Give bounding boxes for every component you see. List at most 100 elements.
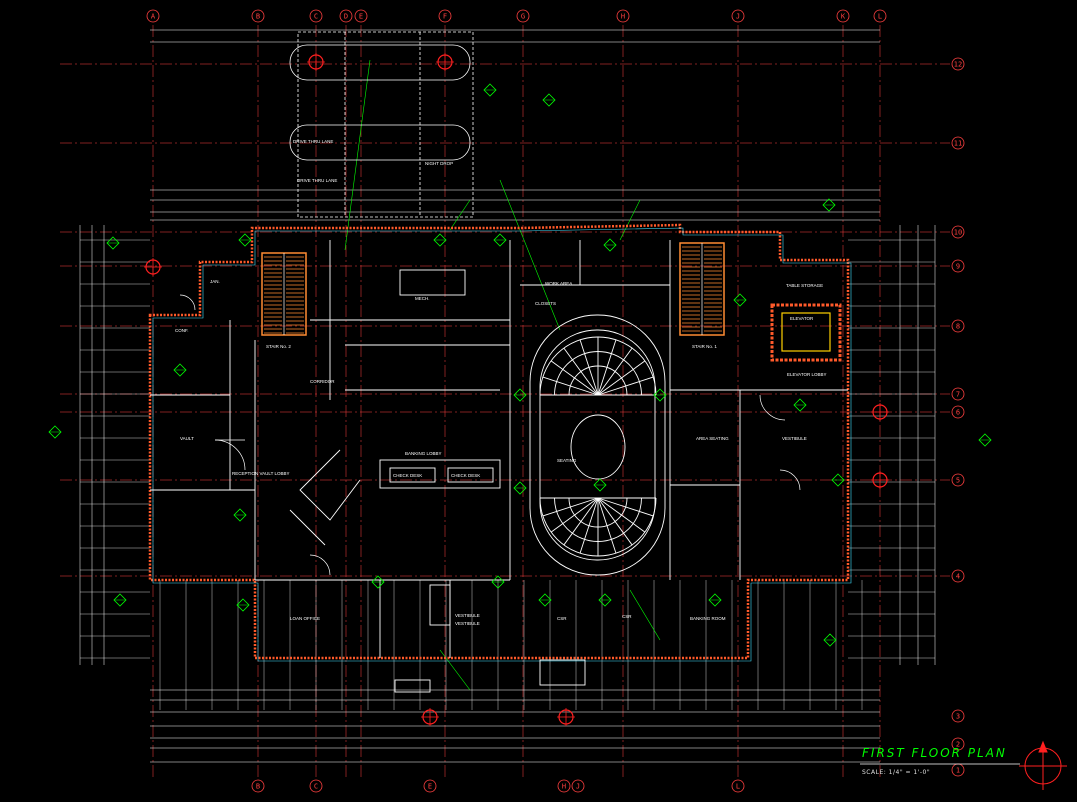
label-vestibule-e: VESTIBULE xyxy=(782,436,807,441)
grid-bubble: 4 xyxy=(951,569,965,583)
grid-bubble: B xyxy=(251,779,265,793)
svg-text:C: C xyxy=(314,783,318,791)
svg-text:10: 10 xyxy=(954,229,962,237)
grid-bubble: E xyxy=(423,779,437,793)
stair-2 xyxy=(261,252,307,336)
svg-text:H: H xyxy=(621,13,625,21)
svg-text:J: J xyxy=(576,783,580,791)
label-loan-office: LOAN OFFICE xyxy=(290,616,320,621)
grid-bubble: 8 xyxy=(951,319,965,333)
svg-text:D: D xyxy=(344,13,348,21)
label-vault: VAULT xyxy=(180,436,194,441)
room-labels: STAIR No. 2 STAIR No. 1 CORRIDOR VAULT R… xyxy=(175,139,827,626)
label-banking-lobby: BANKING LOBBY xyxy=(405,451,442,456)
grid-bubble: D xyxy=(339,9,353,23)
door-swings xyxy=(179,294,801,576)
exterior-walls xyxy=(148,223,852,662)
interior-partitions xyxy=(150,240,848,693)
grid-bubble: C xyxy=(309,779,323,793)
rotunda xyxy=(529,314,666,576)
grid-lines xyxy=(60,25,950,780)
label-conf: CONF. xyxy=(175,328,189,333)
grid-bubble: F xyxy=(438,9,452,23)
grid-bubble: L xyxy=(873,9,887,23)
label-reception: RECEPTION VAULT LOBBY xyxy=(232,471,290,476)
label-stair2: STAIR No. 2 xyxy=(266,344,291,349)
structural-markers xyxy=(144,53,889,726)
callout-markers xyxy=(48,83,992,647)
svg-text:B: B xyxy=(256,783,260,791)
svg-text:3: 3 xyxy=(956,713,960,721)
stair-1 xyxy=(679,242,725,336)
grid-bubble: 2 xyxy=(951,737,965,751)
grid-bubble: 6 xyxy=(951,405,965,419)
grid-bubble: A xyxy=(146,9,160,23)
label-vestibule-s: VESTIBULE xyxy=(455,613,480,618)
grid-bubble: 1 xyxy=(951,763,965,777)
grid-bubble: J xyxy=(731,9,745,23)
label-mech: MECH. xyxy=(415,296,430,301)
grid-bubble: 5 xyxy=(951,473,965,487)
label-drive-thru-1: DRIVE THRU LANE xyxy=(293,139,333,144)
label-storage: TABLE STORAGE xyxy=(786,283,823,288)
grid-bubble: H xyxy=(557,779,571,793)
label-closets: CLOSETS xyxy=(535,301,556,306)
drawing-title: FIRST FLOOR PLAN xyxy=(862,746,1007,760)
grid-bubble: 10 xyxy=(951,225,965,239)
svg-text:2: 2 xyxy=(956,741,960,749)
svg-text:J: J xyxy=(736,13,740,21)
svg-text:1: 1 xyxy=(956,767,960,775)
svg-text:G: G xyxy=(521,13,525,21)
svg-text:6: 6 xyxy=(956,409,960,417)
svg-text:E: E xyxy=(428,783,432,791)
svg-text:8: 8 xyxy=(956,323,960,331)
grid-bubble: 7 xyxy=(951,387,965,401)
label-vestibule-w: VESTIBULE xyxy=(455,621,480,626)
svg-text:5: 5 xyxy=(956,477,960,485)
grid-bubble: E xyxy=(354,9,368,23)
label-check-desk-1: CHECK DESK xyxy=(393,473,422,478)
grid-bubbles-right: 12 11 10 9 8 7 6 5 4 3 2 1 xyxy=(951,57,965,777)
svg-text:L: L xyxy=(878,13,882,21)
svg-text:4: 4 xyxy=(956,573,960,581)
grid-bubble: B xyxy=(251,9,265,23)
svg-text:F: F xyxy=(443,13,447,21)
label-seating: SEATING xyxy=(557,458,577,463)
grid-bubble: G xyxy=(516,9,530,23)
label-janitor: JAN. xyxy=(210,279,220,284)
svg-text:7: 7 xyxy=(956,391,960,399)
svg-text:A: A xyxy=(151,13,156,21)
svg-text:11: 11 xyxy=(954,140,962,148)
label-elevator: ELEVATOR xyxy=(790,316,814,321)
label-drive-thru-2: DRIVE THRU LANE xyxy=(297,178,337,183)
svg-text:9: 9 xyxy=(956,263,960,271)
grid-bubble: J xyxy=(571,779,585,793)
label-area-seating: AREA SEATING xyxy=(696,436,729,441)
svg-text:L: L xyxy=(736,783,740,791)
label-work-area: WORK AREA xyxy=(545,281,572,286)
grid-bubble: 11 xyxy=(951,136,965,150)
label-stair1: STAIR No. 1 xyxy=(692,344,717,349)
grid-bubble: H xyxy=(616,9,630,23)
label-csr-1: CSR xyxy=(557,616,567,621)
drawing-scale: SCALE: 1/4" = 1'-0" xyxy=(862,769,931,776)
label-night-drop: NIGHT DROP xyxy=(425,161,453,166)
grid-bubble: C xyxy=(309,9,323,23)
grid-bubble: K xyxy=(836,9,850,23)
north-arrow-icon xyxy=(1019,740,1067,790)
elevator-shaft xyxy=(770,303,842,362)
grid-bubble: L xyxy=(731,779,745,793)
svg-text:B: B xyxy=(256,13,260,21)
label-check-desk-2: CHECK DESK xyxy=(451,473,480,478)
label-corridor: CORRIDOR xyxy=(310,379,335,384)
label-banking-room: BANKING ROOM xyxy=(690,616,726,621)
drive-thru-canopy xyxy=(289,31,474,218)
label-elevator-lobby: ELEVATOR LOBBY xyxy=(787,372,827,377)
grid-bubble: 12 xyxy=(951,57,965,71)
grid-bubble: 9 xyxy=(951,259,965,273)
svg-text:K: K xyxy=(841,13,846,21)
svg-text:H: H xyxy=(562,783,566,791)
